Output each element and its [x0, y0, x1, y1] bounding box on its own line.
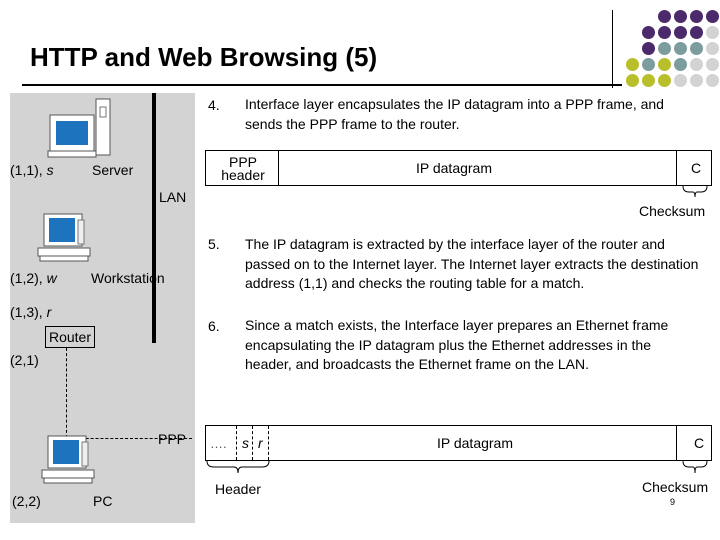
page-number: 9 — [670, 497, 675, 507]
step-number: 4. — [208, 97, 220, 113]
step-text: The IP datagram is extracted by the inte… — [245, 235, 700, 294]
eth-header-label: Header — [215, 481, 261, 497]
server-name: Server — [92, 162, 133, 178]
header-brace — [206, 461, 270, 475]
pc-name: PC — [93, 493, 112, 509]
decorative-dot — [674, 58, 687, 71]
decorative-dot — [626, 58, 639, 71]
step-number: 6. — [208, 318, 220, 334]
decorative-dot — [674, 26, 687, 39]
field-separator — [278, 151, 279, 185]
decorative-dot — [658, 58, 671, 71]
server-label: (1,1), s — [10, 162, 54, 178]
workstation-name: Workstation — [91, 270, 165, 286]
decorative-dot — [658, 74, 671, 87]
decorative-dot — [690, 42, 703, 55]
page-title: HTTP and Web Browsing (5) — [30, 42, 377, 73]
ppp-label: PPP — [158, 431, 186, 447]
eth-checksum-label: Checksum — [642, 479, 708, 495]
router-address-2: (2,1) — [10, 352, 39, 368]
eth-checksum-field: C — [694, 435, 704, 451]
field-separator — [236, 426, 237, 460]
decorative-dot — [674, 10, 687, 23]
ppp-payload-field: IP datagram — [416, 160, 492, 176]
decorative-dot — [706, 10, 719, 23]
server-computer-icon — [48, 97, 114, 159]
decorative-dot — [706, 58, 719, 71]
title-divider — [22, 84, 622, 86]
eth-destination-field: r — [258, 435, 263, 451]
decorative-dot — [706, 26, 719, 39]
vertical-divider — [612, 10, 613, 88]
decorative-dot — [626, 74, 639, 87]
workstation-computer-icon — [38, 212, 94, 264]
step-text: Interface layer encapsulates the IP data… — [245, 95, 700, 134]
ppp-header-field: PPP header — [212, 156, 274, 182]
decorative-dot — [642, 42, 655, 55]
field-separator — [252, 426, 253, 460]
lan-label: LAN — [159, 189, 186, 205]
ppp-link-vertical — [66, 348, 67, 438]
decorative-dot — [690, 26, 703, 39]
ppp-frame: PPP header IP datagram C — [205, 150, 712, 186]
eth-source-field: s — [242, 435, 249, 451]
field-separator — [676, 426, 677, 460]
step-number: 5. — [208, 236, 220, 252]
router-address-label: (1,3), r — [10, 304, 51, 320]
field-separator — [676, 151, 677, 185]
pc-address: (2,2) — [12, 493, 41, 509]
checksum-brace — [682, 186, 708, 198]
decorative-dot — [706, 42, 719, 55]
decorative-dot — [690, 74, 703, 87]
eth-header-dots: …. — [210, 436, 227, 451]
decorative-dot — [690, 58, 703, 71]
pc-computer-icon — [42, 434, 98, 486]
eth-payload-field: IP datagram — [437, 435, 513, 451]
field-separator — [268, 426, 269, 460]
decorative-dot — [642, 74, 655, 87]
decorative-dot — [674, 42, 687, 55]
decorative-dot — [658, 10, 671, 23]
decorative-dot — [658, 26, 671, 39]
step-text: Since a match exists, the Interface laye… — [245, 316, 700, 375]
checksum-brace — [682, 461, 708, 475]
decorative-dot — [642, 58, 655, 71]
router-box: Router — [45, 326, 95, 348]
ppp-checksum-label: Checksum — [639, 203, 705, 219]
ethernet-frame: …. s r IP datagram C — [205, 425, 712, 461]
decorative-dot — [658, 42, 671, 55]
lan-bus-line — [152, 93, 156, 343]
ppp-checksum-field: C — [691, 160, 701, 176]
decorative-dot — [674, 74, 687, 87]
workstation-label: (1,2), w — [10, 270, 57, 286]
decorative-dot — [690, 10, 703, 23]
decorative-dot — [642, 26, 655, 39]
decorative-dot — [706, 74, 719, 87]
